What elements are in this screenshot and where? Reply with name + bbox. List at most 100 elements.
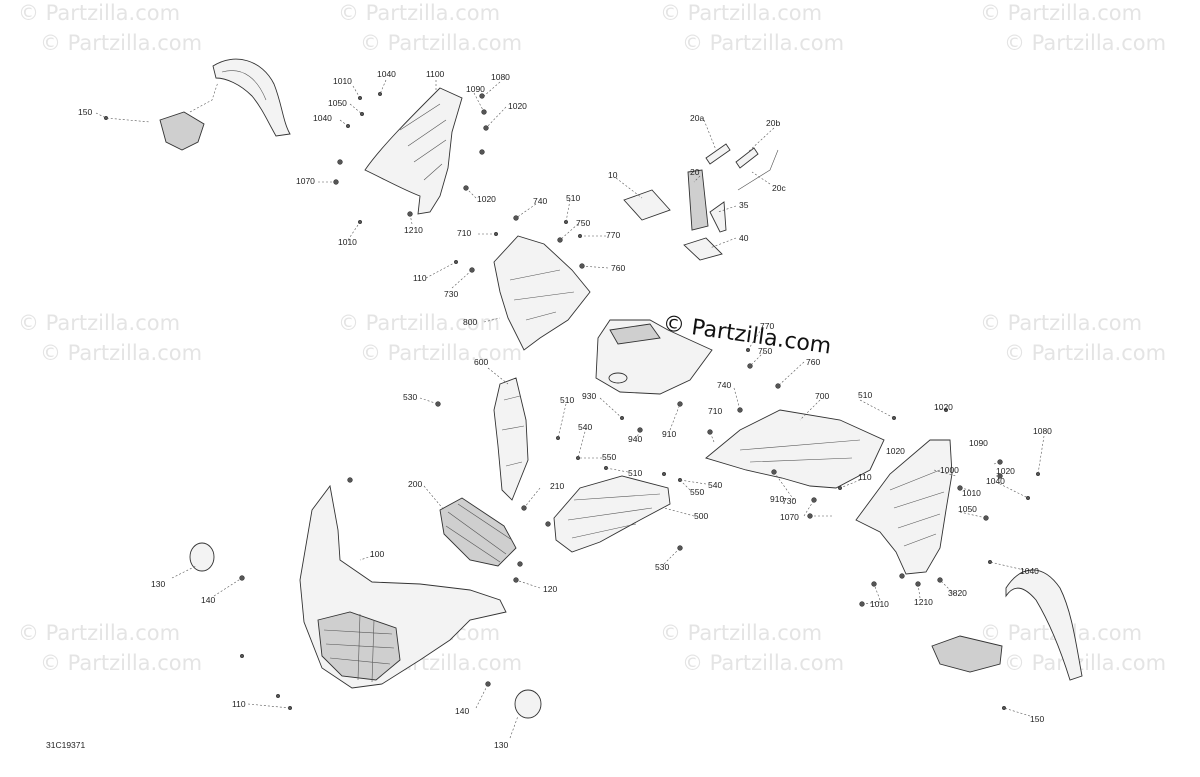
callout-label: 1210 bbox=[914, 597, 933, 607]
callout-label: 1040 bbox=[1020, 566, 1039, 576]
callout-label: 710 bbox=[708, 406, 722, 416]
callout-label: 1070 bbox=[780, 512, 799, 522]
watermark: © Partzilla.com bbox=[1004, 31, 1166, 55]
callout-label: 20a bbox=[690, 113, 704, 123]
watermark: © Partzilla.com bbox=[360, 341, 522, 365]
callout-label: 730 bbox=[444, 289, 458, 299]
upper-grille-200 bbox=[439, 497, 517, 567]
callout-label: 1090 bbox=[969, 438, 988, 448]
callout-label: 910 bbox=[770, 494, 784, 504]
callout-label: 550 bbox=[602, 452, 616, 462]
callout-label: 530 bbox=[403, 392, 417, 402]
callout-label: 910 bbox=[662, 429, 676, 439]
callout-label: 1000 bbox=[940, 465, 959, 475]
callout-label: 10 bbox=[608, 170, 618, 180]
watermark: © Partzilla.com bbox=[18, 311, 180, 335]
watermark: © Partzilla.com bbox=[980, 311, 1142, 335]
callout-label: 35 bbox=[739, 200, 749, 210]
sticker-sheet bbox=[683, 237, 723, 261]
callout-label: 510 bbox=[628, 468, 642, 478]
tool-pouch bbox=[687, 169, 709, 231]
callout-label: 770 bbox=[760, 321, 774, 331]
part-drawings bbox=[159, 58, 1083, 719]
callout-label: 1020 bbox=[508, 101, 527, 111]
callout-label: 130 bbox=[494, 740, 508, 750]
right-fender-liner bbox=[1005, 569, 1083, 681]
callout-label: 20c bbox=[772, 183, 786, 193]
right-dash-panel-700 bbox=[705, 409, 885, 489]
callout-label: 100 bbox=[370, 549, 384, 559]
fasteners bbox=[103, 91, 1041, 711]
callout-label: 130 bbox=[151, 579, 165, 589]
callout-label: 750 bbox=[576, 218, 590, 228]
tool-20b bbox=[735, 147, 759, 169]
callout-label: 1040 bbox=[986, 476, 1005, 486]
callout-label: 760 bbox=[806, 357, 820, 367]
callout-label: 800 bbox=[463, 317, 477, 327]
left-fender-liner bbox=[212, 58, 291, 137]
callout-label: 760 bbox=[611, 263, 625, 273]
left-mount-bracket bbox=[159, 111, 205, 151]
callout-label: 1020 bbox=[886, 446, 905, 456]
callout-labels: 150 1010 1040 1100 1080 1090 1020 1050 1… bbox=[78, 69, 1052, 750]
callout-label: 1010 bbox=[333, 76, 352, 86]
callout-label: 740 bbox=[717, 380, 731, 390]
tool-20a bbox=[705, 143, 731, 165]
right-mount-bracket bbox=[931, 635, 1003, 673]
callout-label: 1090 bbox=[466, 84, 485, 94]
callout-label: 20 bbox=[690, 167, 700, 177]
callout-label: 1010 bbox=[338, 237, 357, 247]
callout-label: 1210 bbox=[404, 225, 423, 235]
watermark: © Partzilla.com bbox=[18, 621, 180, 645]
watermark: © Partzilla.com bbox=[40, 651, 202, 675]
watermark: © Partzilla.com bbox=[18, 1, 180, 25]
watermark: © Partzilla.com bbox=[682, 651, 844, 675]
callout-label: 1070 bbox=[296, 176, 315, 186]
callout-label: 150 bbox=[78, 107, 92, 117]
diagram-code: 31C19371 bbox=[46, 740, 86, 750]
inner-bracket-600 bbox=[493, 377, 529, 501]
callout-label: 20b bbox=[766, 118, 780, 128]
callout-label: 1050 bbox=[958, 504, 977, 514]
callout-label: 200 bbox=[408, 479, 422, 489]
callout-label: 510 bbox=[858, 390, 872, 400]
callout-label: 540 bbox=[708, 480, 722, 490]
callout-label: 110 bbox=[413, 273, 427, 283]
callout-label: 510 bbox=[566, 193, 580, 203]
watermark: © Partzilla.com bbox=[40, 341, 202, 365]
callout-label: 770 bbox=[606, 230, 620, 240]
callout-label: 940 bbox=[628, 434, 642, 444]
watermark: © Partzilla.com bbox=[1004, 341, 1166, 365]
callout-label: 710 bbox=[457, 228, 471, 238]
callout-label: 150 bbox=[1030, 714, 1044, 724]
callout-label: 40 bbox=[739, 233, 749, 243]
lower-dash-panel-800 bbox=[493, 235, 591, 351]
callout-label: 1020 bbox=[477, 194, 496, 204]
callout-label: 3820 bbox=[948, 588, 967, 598]
manual-sheet bbox=[623, 189, 671, 221]
watermark: © Partzilla.com bbox=[338, 1, 500, 25]
watermark: © Partzilla.com bbox=[360, 31, 522, 55]
callout-label: 1040 bbox=[377, 69, 396, 79]
callout-label: 750 bbox=[758, 346, 772, 356]
callout-label: 1010 bbox=[870, 599, 889, 609]
callout-label: 110 bbox=[858, 472, 872, 482]
callout-label: 1050 bbox=[328, 98, 347, 108]
upper-side-panel bbox=[364, 87, 463, 215]
watermark-grid: © Partzilla.com © Partzilla.com © Partzi… bbox=[18, 1, 1166, 675]
callout-label: 500 bbox=[694, 511, 708, 521]
callout-label: 1040 bbox=[313, 113, 332, 123]
callout-label: 1020 bbox=[934, 402, 953, 412]
callout-label: 730 bbox=[782, 496, 796, 506]
callout-label: 530 bbox=[655, 562, 669, 572]
watermark: © Partzilla.com bbox=[660, 1, 822, 25]
callout-label: 1100 bbox=[426, 69, 445, 79]
callout-label: 600 bbox=[474, 357, 488, 367]
callout-label: 740 bbox=[533, 196, 547, 206]
leader-lines bbox=[95, 79, 1045, 739]
round-cap-upper bbox=[189, 542, 215, 572]
callout-label: 140 bbox=[201, 595, 215, 605]
callout-label: 550 bbox=[690, 487, 704, 497]
callout-label: 120 bbox=[543, 584, 557, 594]
callout-label: 510 bbox=[560, 395, 574, 405]
